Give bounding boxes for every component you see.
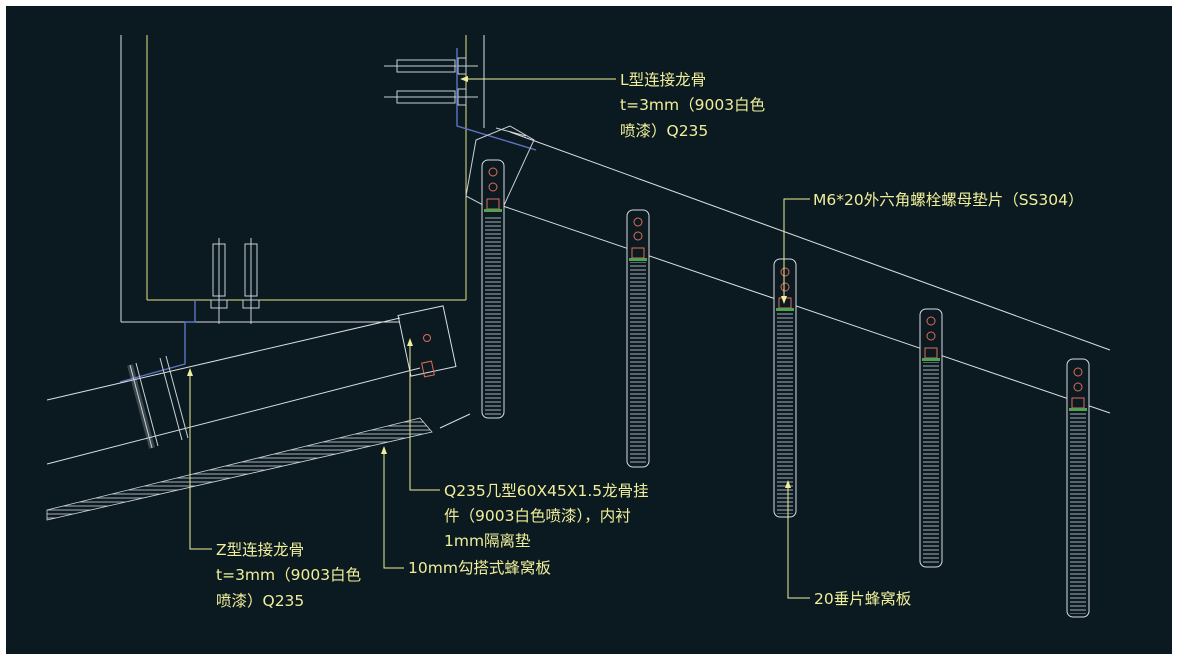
label-fin-board: 20垂片蜂窝板 bbox=[814, 590, 911, 608]
anchor-bolts-top bbox=[384, 57, 478, 106]
label-z-connector-line2: t=3mm（9003白色 bbox=[216, 566, 361, 584]
main-beam bbox=[120, 35, 485, 323]
l-connector bbox=[456, 48, 537, 151]
label-hanger-line2: 件（9003白色喷漆），内衬 bbox=[444, 507, 631, 525]
leader-bolt bbox=[783, 198, 810, 300]
leader-honeycomb-board bbox=[383, 450, 404, 569]
label-l-connector-line2: t=3mm（9003白色 bbox=[620, 96, 765, 114]
label-l-connector-line3: 喷漆）Q235 bbox=[620, 122, 708, 140]
label-z-connector-line1: Z型连接龙骨 bbox=[216, 541, 304, 559]
drawing-canvas bbox=[6, 6, 1172, 654]
label-l-connector-line1: L型连接龙骨 bbox=[620, 71, 706, 89]
label-z-connector-line3: 喷漆）Q235 bbox=[216, 592, 304, 610]
hook-honeycomb-board bbox=[46, 413, 471, 521]
leader-lines bbox=[189, 78, 810, 599]
vertical-fins bbox=[481, 159, 1090, 618]
leader-hanger bbox=[409, 342, 440, 491]
label-hanger-line1: Q235几型60X45X1.5龙骨挂 bbox=[444, 482, 649, 500]
label-bolt: M6*20外六角螺栓螺母垫片（SS304） bbox=[813, 191, 1083, 209]
top-hanger bbox=[465, 125, 535, 215]
leader-z-connector bbox=[189, 372, 212, 550]
inclined-bolts bbox=[127, 355, 189, 449]
slope-lines bbox=[499, 131, 1111, 414]
label-honeycomb-board: 10mm勾搭式蜂窝板 bbox=[408, 559, 551, 577]
anchor-bolts-bottom bbox=[210, 238, 260, 324]
spacer-pads bbox=[484, 209, 1087, 411]
label-hanger-line3: 1mm隔离垫 bbox=[444, 532, 531, 550]
leader-arrows bbox=[187, 76, 791, 488]
leader-fin-board bbox=[787, 484, 810, 599]
